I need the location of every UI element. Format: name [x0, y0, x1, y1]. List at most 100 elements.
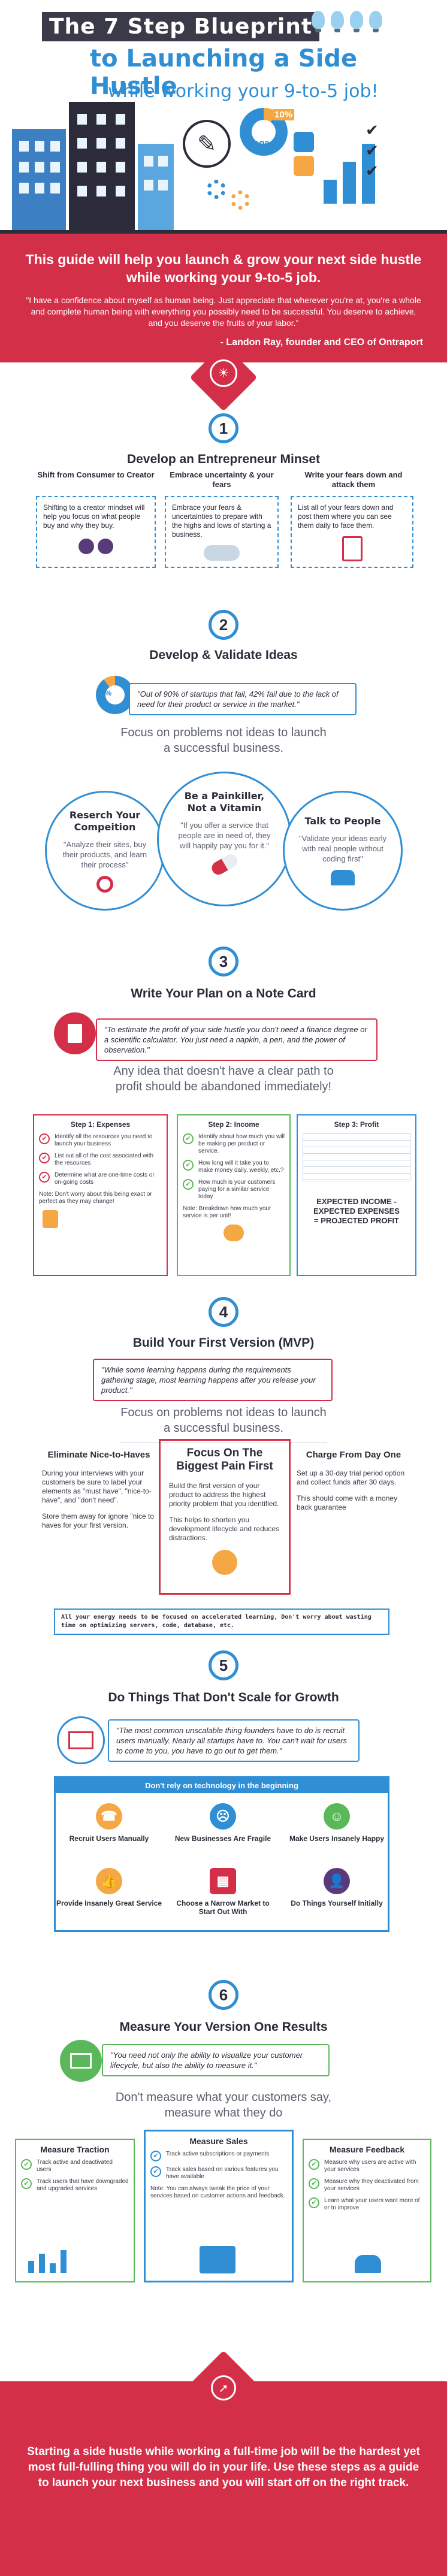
step-6-title: Measure Your Version One Results: [119, 2020, 328, 2034]
step-4-title: Build Your First Version (MVP): [132, 1336, 315, 1350]
income-card: Step 2: Income ✔ Identify about how much …: [177, 1114, 291, 1276]
gear-icon: [231, 191, 250, 210]
document-icon: [54, 1012, 96, 1054]
hero-title: The 7 Step Blueprint: [42, 12, 320, 41]
check-icon: ✔: [21, 2159, 32, 2170]
sad-face-icon: ☹: [210, 1803, 236, 1830]
step-5-title: Do Things That Don't Scale for Growth: [108, 1691, 339, 1704]
profit-card: Step 3: Profit EXPECTED INCOME - EXPECTE…: [297, 1114, 416, 1276]
expenses-row: List out all of the cost associated with…: [55, 1153, 154, 1166]
brain-idea-icon: ✎: [183, 120, 231, 168]
step-1-col-1-box: Shifting to a creator mindset will help …: [36, 496, 156, 568]
check-icon: ✔: [309, 2159, 319, 2170]
intro-heading: This guide will help you launch & grow y…: [25, 252, 422, 285]
energy-banner: All your energy needs to be focused on a…: [54, 1609, 389, 1635]
income-row: Identify about how much you will be maki…: [198, 1133, 285, 1154]
step-5-quote: "The most common unscalable thing founde…: [108, 1719, 360, 1762]
lightbulb-icon: [331, 11, 344, 32]
presentation-icon: [57, 1716, 105, 1764]
expenses-row: Determine what are one-time costs or on-…: [55, 1172, 155, 1186]
step-2-number: 2: [209, 610, 238, 640]
do-yourself-item: 👤 Do Things Yourself Initially: [283, 1868, 391, 1907]
narrow-market-item: ▦ Choose a Narrow Market to Start Out Wi…: [169, 1868, 277, 1916]
storefront-icon: ▦: [210, 1868, 236, 1894]
painkiller-title: Be a Painkiller, Not a Vitamin: [184, 790, 265, 814]
check-icon: ✔: [21, 2178, 32, 2189]
sales-card: Measure Sales ✔ Track active subscription…: [144, 2130, 294, 2282]
bar-chart-icon: [28, 2249, 67, 2273]
nice-to-haves-text: During your interviews with your custome…: [42, 1469, 152, 1504]
rocket-icon: ➚: [211, 2375, 236, 2400]
intro-quote: "I have a confidence about myself as hum…: [26, 295, 421, 328]
happy-users-label: Make Users Insanely Happy: [289, 1834, 385, 1843]
building-icon: [69, 102, 135, 234]
do-yourself-label: Do Things Yourself Initially: [291, 1899, 383, 1907]
feedback-row: Learn what your users want more of or to…: [324, 2197, 420, 2211]
puzzle-icon: [294, 156, 314, 176]
income-row: How much is your customers paying for a …: [198, 1179, 276, 1200]
headset-icon: ☎: [96, 1803, 122, 1830]
charge-text: Set up a 30-day trial period option and …: [297, 1469, 405, 1486]
check-icon: ✔: [309, 2178, 319, 2189]
step-2-title: Develop & Validate Ideas: [149, 648, 298, 662]
feedback-row: Measure why users are active with your s…: [324, 2159, 416, 2173]
step-1-col-2-heading: Embrace uncertainty & your fears: [170, 470, 274, 489]
step-4-number: 4: [209, 1297, 238, 1327]
narrow-market-label: Choose a Narrow Market to Start Out With: [176, 1899, 270, 1916]
sales-row: Track sales based on various features yo…: [166, 2166, 279, 2180]
rain-cloud-icon: [204, 545, 240, 561]
intro-author: - Landon Ray, founder and CEO of Ontrapo…: [220, 337, 423, 347]
percentage-donut: [240, 108, 288, 156]
traction-row: Track users that have downgraded and upg…: [37, 2178, 129, 2192]
check-icon: ✔: [183, 1179, 194, 1190]
lightbulb-icon: ☀: [210, 359, 237, 387]
charge-heading: Charge From Day One: [306, 1450, 401, 1460]
income-heading: Step 2: Income: [208, 1120, 259, 1129]
income-row: How long will it take you to make money …: [198, 1160, 284, 1174]
nice-to-haves-column: Eliminate Nice-to-Haves During your inte…: [42, 1450, 156, 1537]
step-2-focus: Focus on problems not ideas to launch a …: [120, 726, 327, 755]
footer-banner: Starting a side hustle while working a f…: [0, 2381, 447, 2576]
building-icon: [12, 129, 66, 234]
biggest-pain-column: Focus On The Biggest Pain First Build th…: [159, 1439, 291, 1595]
hero-tagline: while working your 9-to-5 job!: [108, 81, 379, 102]
sales-heading: Measure Sales: [189, 2136, 248, 2146]
hero-subtitle: to Launching a Side Hustle: [90, 45, 358, 100]
step-1-col-2-box: Embrace your fears & uncertainties to pr…: [165, 496, 279, 568]
check-icon: ✔: [309, 2197, 319, 2208]
growth-chart-icon: [200, 2246, 235, 2273]
note-card-lines: [303, 1133, 410, 1181]
no-technology-panel: Don't rely on technology in the beginnin…: [54, 1776, 389, 1932]
competition-title: Reserch Your Compeition: [69, 809, 141, 833]
pain-face-icon: [212, 1550, 237, 1575]
competition-circle: Reserch Your Compeition "Analyze their s…: [45, 791, 165, 911]
happy-face-icon: ☺: [324, 1803, 350, 1830]
step-1-col-2-text: Embrace your fears & uncertainties to pr…: [172, 503, 271, 539]
step-6-number: 6: [209, 1980, 238, 2010]
person-icon: 👤: [324, 1868, 350, 1894]
check-icon: ✔: [150, 2166, 161, 2177]
traction-heading: Measure Traction: [40, 2145, 110, 2154]
expenses-heading: Step 1: Expenses: [70, 1120, 131, 1129]
charge-column: Charge From Day One Set up a 30-day tria…: [297, 1450, 410, 1519]
feedback-card: Measure Feedback ✔ Measure why users are …: [303, 2139, 431, 2282]
feedback-heading: Measure Feedback: [329, 2145, 405, 2154]
charge-note: This should come with a money back guara…: [297, 1494, 398, 1511]
traction-row: Track active and deactivated users: [37, 2159, 113, 2173]
check-icon: ✔: [150, 2151, 161, 2161]
lightbulb-icon: [312, 11, 325, 32]
step-1-col-3-box: List all of your fears down and post the…: [291, 496, 413, 568]
step-3-number: 3: [209, 947, 238, 976]
step-1-col-1-heading: Shift from Consumer to Creator: [37, 470, 155, 479]
traction-card: Measure Traction ✔ Track active and deact…: [15, 2139, 135, 2282]
biggest-pain-heading: Focus On The Biggest Pain First: [176, 1447, 273, 1473]
check-icon: ✔: [39, 1133, 50, 1144]
profit-formula: EXPECTED INCOME - EXPECTED EXPENSES = PR…: [313, 1197, 400, 1225]
step-1-col-3-text: List all of your fears down and post the…: [298, 503, 394, 530]
percentage-donut: [96, 676, 134, 714]
step-6-focus: Don't measure what your customers say, m…: [115, 2091, 332, 2120]
income-note: Note: Breakdown how much your service is…: [183, 1205, 271, 1219]
sales-row: Track active subscriptions or payments: [166, 2151, 270, 2157]
target-icon: [96, 876, 113, 893]
lightbulb-icon: [350, 11, 363, 32]
